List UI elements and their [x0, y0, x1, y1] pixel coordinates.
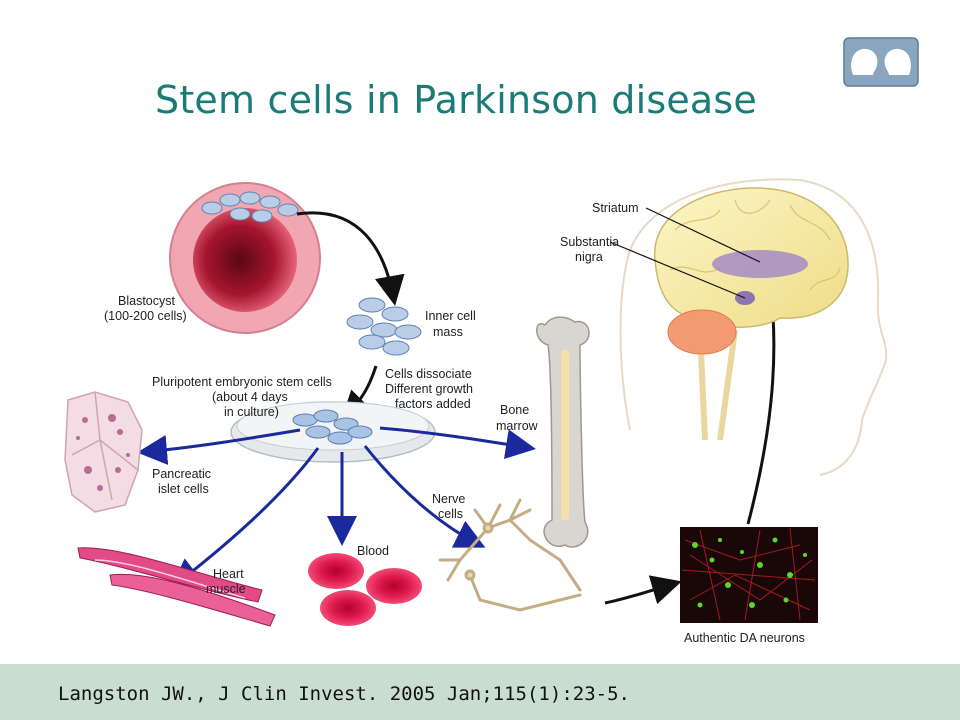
- brain: [654, 187, 849, 355]
- nerve-label: Nerve cells: [432, 492, 469, 521]
- substantia-label: Substantia nigra: [560, 235, 623, 264]
- bone-marrow-label: Bone marrow: [496, 403, 539, 433]
- dissociate-label: Cells dissociate Different growth factor…: [385, 367, 477, 411]
- arrow-to-pancreatic: [137, 428, 301, 465]
- footer-bar: Langston JW., J Clin Invest. 2005 Jan;11…: [0, 664, 960, 720]
- arrow-to-nerve: [363, 445, 486, 548]
- two-heads-logo-icon: [843, 37, 919, 87]
- arrow-to-da-neurons: [604, 575, 682, 605]
- slide-title: Stem cells in Parkinson disease: [155, 78, 757, 122]
- arrow-to-bone-marrow: [379, 426, 536, 460]
- da-neurons-image: [680, 527, 818, 623]
- red-blood-cells: [308, 553, 422, 626]
- blood-label: Blood: [357, 544, 389, 558]
- da-neurons-label: Authentic DA neurons: [684, 631, 805, 645]
- heart-muscle: [77, 547, 276, 627]
- nerve-cells: [438, 498, 582, 612]
- heart-label: Heart muscle: [206, 567, 247, 596]
- stem-cell-diagram: Blastocyst (100-200 cells) Inner cell ma…: [64, 178, 888, 645]
- inner-cell-mass-label: Inner cell mass: [425, 309, 479, 339]
- citation: Langston JW., J Clin Invest. 2005 Jan;11…: [58, 683, 630, 705]
- substantia-leader: [609, 241, 746, 299]
- blastocyst: [169, 182, 321, 334]
- bone: [536, 316, 590, 548]
- head-outline: [619, 178, 888, 476]
- pluripotent-label: Pluripotent embryonic stem cells (about …: [152, 375, 335, 419]
- blastocyst-label: Blastocyst (100-200 cells): [104, 294, 187, 323]
- pancreatic-islet-cells: [64, 391, 143, 513]
- inner-cell-mass: [346, 297, 422, 356]
- striatum-leader: [645, 207, 761, 263]
- pancreatic-label: Pancreatic islet cells: [152, 467, 215, 496]
- culture-dish: [230, 401, 436, 463]
- striatum-label: Striatum: [592, 201, 639, 215]
- arrow-to-inner-cell-mass: [296, 211, 405, 306]
